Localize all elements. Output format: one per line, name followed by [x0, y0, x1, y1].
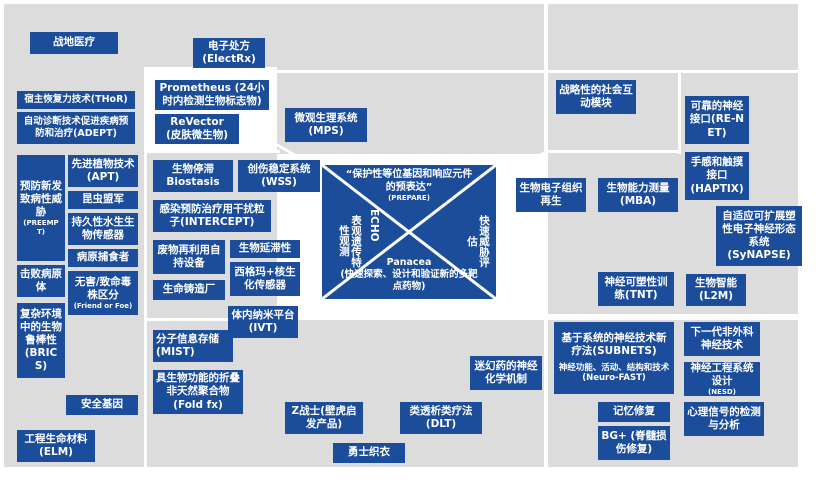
box-nesd: 神经工程系统设计 (NESD) — [684, 362, 760, 396]
panacea-label: Panacea (快速探索、设计和验证新的多靶点药物) — [340, 257, 478, 292]
box-mps: 微观生理系统 (MPS) — [285, 108, 367, 142]
prepare-block: “保护性等位基因和响应元件的预表达” (PREPARE) — [342, 169, 476, 203]
box-renet: 可靠的神经接口(RE-NET) — [685, 96, 749, 144]
box-apt: 先进植物技术 (APT) — [68, 155, 138, 187]
box-wss: 创伤稳定系统 (WSS) — [238, 160, 320, 192]
box-social-modules: 战略性的社会互动模块 — [556, 80, 636, 114]
box-pathogen-predators: 病原捕食者 — [68, 249, 138, 267]
divider-left-vertical — [144, 70, 147, 470]
box-revector: ReVector (皮肤微生物) — [155, 114, 239, 144]
box-memory: 记忆修复 — [598, 402, 670, 422]
connector-top-right — [489, 151, 546, 177]
echo-title: ECHO — [368, 209, 380, 242]
box-z-warrior: Z战士(壁虎启发产品) — [285, 402, 363, 434]
box-synapse: 自适应可扩展塑性电子神经形态系统 (SyNAPSE) — [716, 206, 802, 266]
subnets-label: 基于系统的神经技术新疗法(SUBNETS) — [561, 332, 667, 358]
box-fold-fx: 具生物功能的折叠非天然聚合物 (Fold fx) — [153, 370, 243, 414]
connector-bottom-right — [494, 293, 546, 317]
neuro-fast-label: 神经功能、活动、结构和技术(Neuro-FAST) — [558, 362, 670, 384]
prepare-label: “保护性等位基因和响应元件的预表达” — [345, 169, 473, 193]
box-insect-allies: 昆虫盟军 — [68, 191, 138, 209]
preempt-label: 预防新发致病性威胁 — [20, 179, 62, 219]
box-subnets: 基于系统的神经技术新疗法(SUBNETS) 神经功能、活动、结构和技术(Neur… — [554, 322, 674, 394]
box-ivt: 体内纳米平台(IVT) — [228, 306, 298, 338]
box-prometheus: Prometheus (24小时内检测生物标志物) — [155, 80, 269, 110]
prepare-sub: (PREPARE) — [388, 194, 430, 202]
box-safe-genes: 安全基因 — [66, 395, 138, 415]
divider-right-top — [545, 150, 680, 153]
box-bio-persistence: 生物延滞性 — [230, 240, 300, 258]
box-mist: 分子信息存储 (MIST) — [153, 330, 233, 362]
echo-desc: 表观遗传特性观测 — [337, 214, 362, 268]
divider-bottom-left — [144, 318, 280, 321]
rapid-threat: 快速威胁评估 — [465, 214, 490, 268]
center-x-lines — [322, 165, 496, 299]
box-biofoundry: 生命铸造厂 — [153, 280, 225, 300]
friend-foe-label: 无害/致命毒株区分 — [74, 275, 132, 301]
divider-far-right — [678, 70, 681, 154]
box-warrior-web: 勇士织衣 — [333, 443, 405, 463]
friend-foe-sub: (Friend or Foe) — [73, 301, 133, 310]
box-preempt: 预防新发致病性威胁 (PREEMPT) — [17, 155, 65, 261]
box-psychedelic: 迷幻药的神经化学机制 — [470, 356, 542, 390]
divider-right-bottom — [545, 315, 798, 318]
box-elm: 工程生命材料 (ELM) — [17, 430, 95, 462]
nesd-sub: (NESD) — [708, 387, 736, 396]
divider-right-vertical — [545, 70, 548, 470]
center-x-panel: “保护性等位基因和响应元件的预表达” (PREPARE) ECHO 表观遗传特性… — [322, 165, 496, 299]
nesd-label: 神经工程系统设计 — [690, 362, 754, 387]
box-l2m: 生物智能 (L2M) — [686, 274, 746, 306]
box-friend-foe: 无害/致命毒株区分 (Friend or Foe) — [68, 271, 138, 315]
box-brics: 复杂环境中的生物鲁棒性 (BRICS) — [17, 303, 65, 378]
box-mba: 生物能力测量(MBA) — [598, 178, 678, 212]
panel-top-right — [548, 4, 798, 154]
box-electrx: 电子处方 (ElectRx) — [193, 38, 265, 68]
preempt-sub: (PREEMPT) — [23, 219, 59, 236]
panel-bottom-middle — [277, 320, 544, 467]
box-bg-plus: BG+ (脊髓损伤修复) — [598, 426, 670, 460]
box-dlt: 类透析类疗法 (DLT) — [400, 402, 482, 434]
box-tnt: 神经可塑性训练(TNT) — [598, 272, 674, 306]
box-intercept: 感染预防治疗用干扰粒子(INTERCEPT) — [153, 200, 271, 232]
box-haptix: 手感和触摸接口 (HAPTIX) — [685, 152, 749, 200]
box-aquatic-sensors: 持久性水生生物传感器 — [68, 213, 138, 245]
box-battlefield-medicine: 战地医疗 — [30, 32, 118, 54]
box-sigma-sensors: 西格玛+核生化传感器 — [230, 262, 300, 296]
box-bioelectronic: 生物电子组织再生 — [516, 178, 586, 212]
box-heart-signal: 心理信号的检测与分析 — [684, 402, 764, 436]
box-defeat-pathogen: 击败病原体 — [17, 265, 65, 297]
box-nextgen-neuro: 下一代非外科神经技术 — [684, 322, 760, 356]
divider-mid — [144, 150, 280, 153]
box-waste-equipment: 废物再利用自持设备 — [153, 240, 225, 274]
box-biostasis: 生物停滞 Biostasis — [153, 160, 233, 192]
box-adept: 自动诊断技术促进疾病预防和治疗(ADEPT) — [17, 112, 135, 144]
box-thor: 宿主恢复力技术(THoR) — [17, 91, 135, 109]
divider-top — [144, 70, 798, 73]
